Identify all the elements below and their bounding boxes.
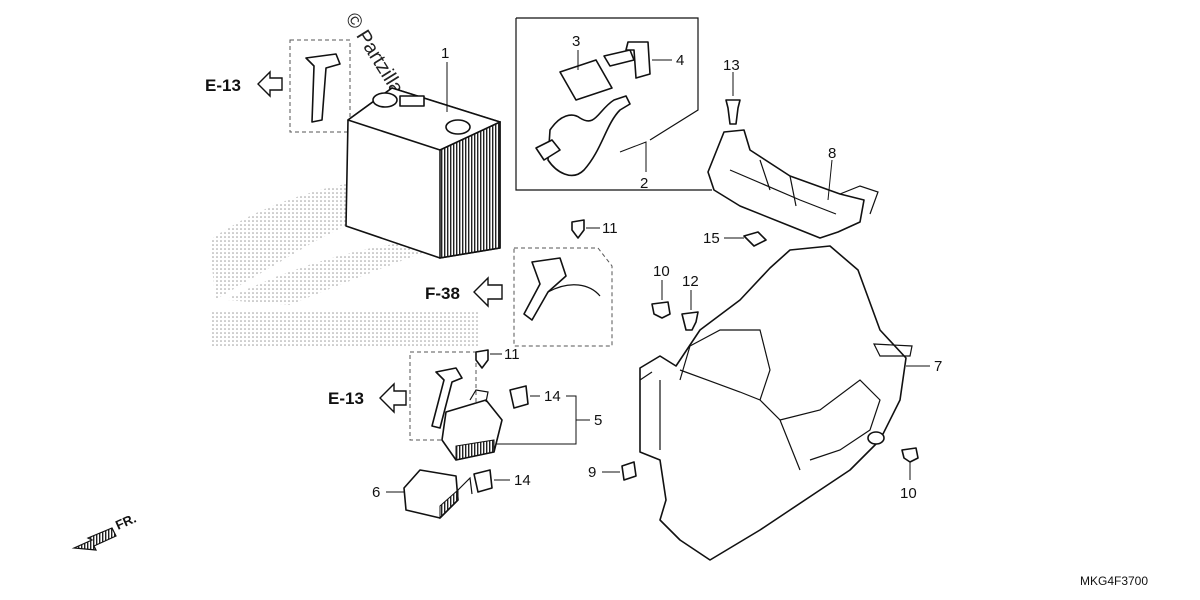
clip-15 xyxy=(743,231,767,247)
callout-11-lower: 11 xyxy=(504,346,520,363)
callout-1: 1 xyxy=(441,45,449,62)
callout-2: 2 xyxy=(640,175,648,192)
callout-3: 3 xyxy=(572,33,580,50)
arrow-left-icon-bottom xyxy=(379,382,407,414)
dashed-box-top-left xyxy=(289,39,351,133)
leader-2 xyxy=(619,141,647,172)
fuse-14-upper xyxy=(509,385,529,409)
battery-tray-part xyxy=(639,245,913,561)
front-label: FR. xyxy=(113,511,138,533)
relay-part-5 xyxy=(441,389,503,461)
callout-7: 7 xyxy=(934,358,942,375)
leader-8 xyxy=(827,159,833,201)
callout-13: 13 xyxy=(723,57,740,74)
front-direction-indicator: FR. xyxy=(71,511,138,551)
battery-part xyxy=(345,87,501,259)
bolt-11-upper xyxy=(571,219,585,239)
ref-e13-top: E-13 xyxy=(205,76,241,95)
callout-10-lower: 10 xyxy=(900,485,917,502)
bolt-12 xyxy=(681,311,699,331)
callout-12: 12 xyxy=(682,273,699,290)
callout-5: 5 xyxy=(594,412,602,429)
bolt-13 xyxy=(725,99,741,125)
arrow-left-icon-f38 xyxy=(473,276,503,308)
callout-10-upper: 10 xyxy=(653,263,670,280)
callout-9: 9 xyxy=(588,464,596,481)
bolt-10-lower xyxy=(901,447,919,463)
brand-watermark-logo xyxy=(210,174,480,348)
fuse-14-lower xyxy=(473,469,493,493)
callout-8: 8 xyxy=(828,145,836,162)
clip-9 xyxy=(621,461,637,481)
cable-part-e13 xyxy=(431,367,463,429)
callout-14-lower: 14 xyxy=(514,472,531,489)
leader-5-bracket xyxy=(496,395,577,445)
bracket-part-2 xyxy=(515,17,712,191)
bolt-10-upper xyxy=(651,301,671,319)
bolt-11-lower xyxy=(475,349,489,369)
callout-14-upper: 14 xyxy=(544,388,561,405)
battery-holder-part xyxy=(707,129,879,239)
cable-curve xyxy=(547,284,601,297)
callout-6: 6 xyxy=(372,484,380,501)
diagram-code: MKG4F3700 xyxy=(1080,574,1148,588)
cable-part-f38 xyxy=(523,257,567,321)
cable-end-part xyxy=(305,53,341,123)
ref-e13-bottom: E-13 xyxy=(328,389,364,408)
callout-11-upper: 11 xyxy=(602,220,618,237)
relay-part-6 xyxy=(403,469,473,520)
ref-f38: F-38 xyxy=(425,284,460,303)
dashed-box-middle xyxy=(513,247,613,347)
callout-15: 15 xyxy=(703,230,720,247)
arrow-left-icon xyxy=(257,70,283,98)
battery-cable-part xyxy=(535,41,651,177)
callout-4: 4 xyxy=(676,52,684,69)
